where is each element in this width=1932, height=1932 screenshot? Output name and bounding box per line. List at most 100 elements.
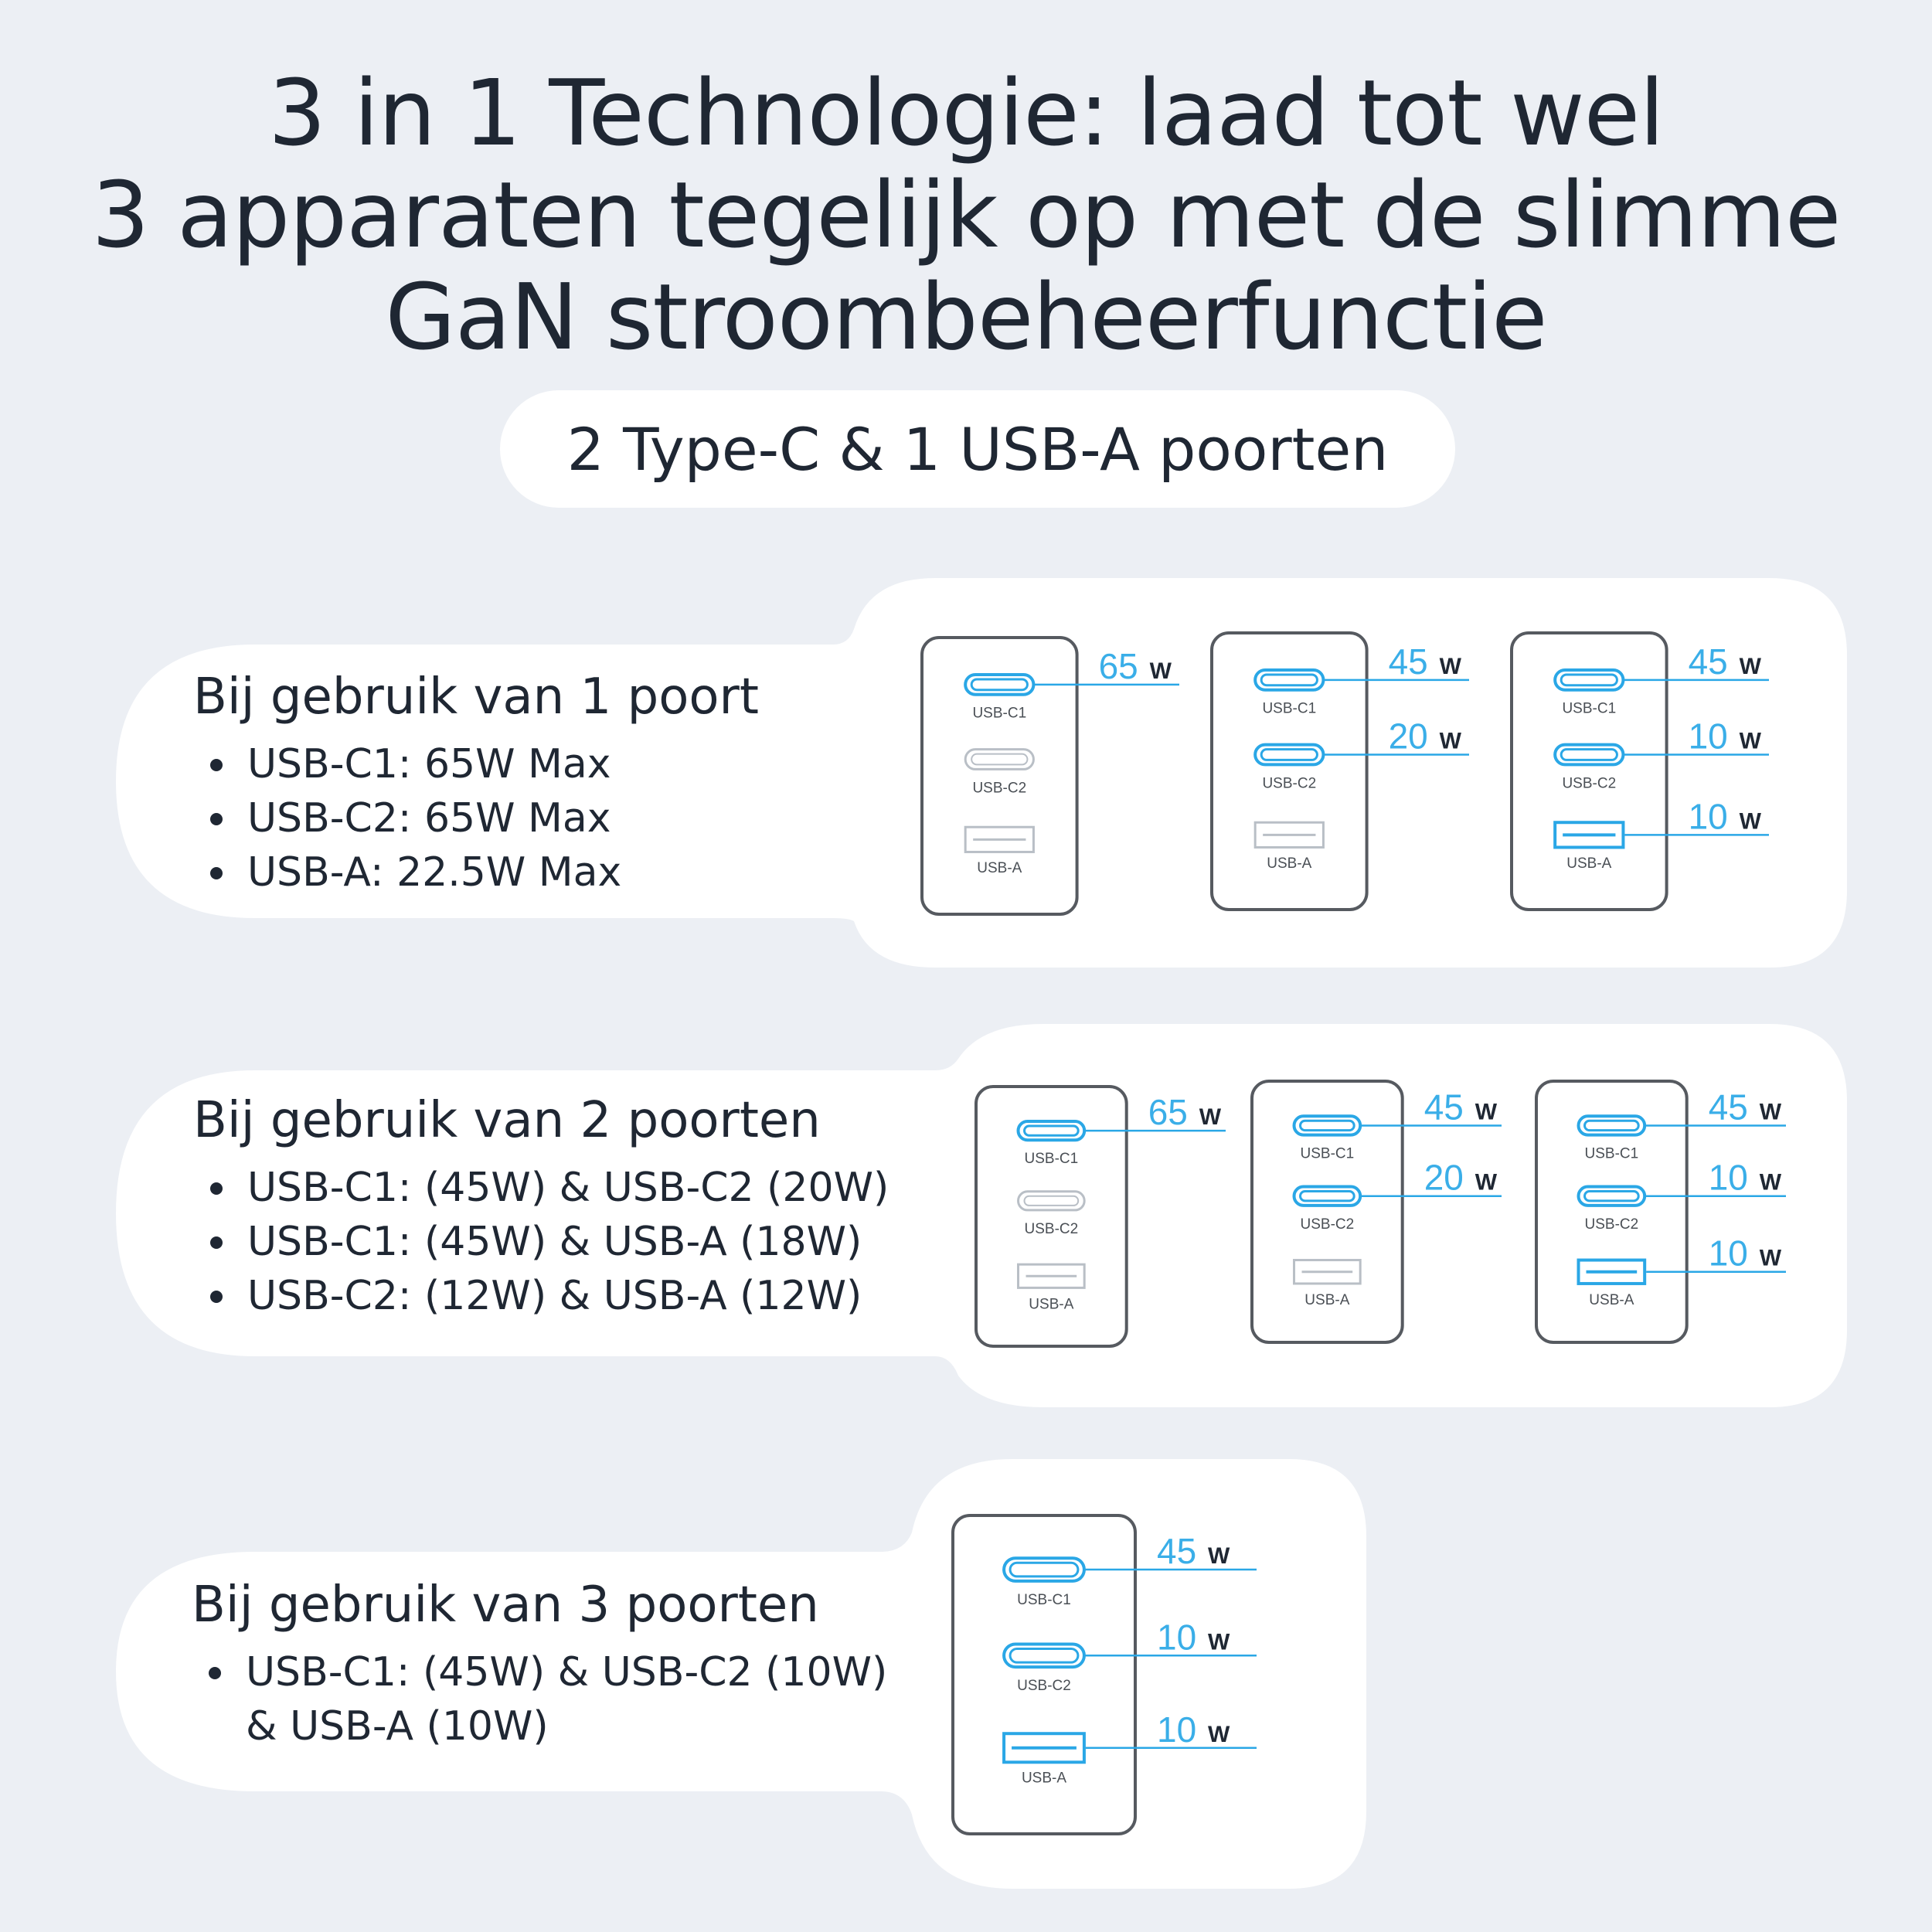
watt-value: 10 — [1157, 1617, 1196, 1657]
port-label: USB-C1 — [1025, 1151, 1079, 1167]
watt-value: 20 — [1424, 1158, 1464, 1198]
watt-value: 65 — [1099, 646, 1138, 686]
watt-unit: W — [1440, 654, 1462, 679]
usb-c-port-inner — [1260, 673, 1318, 687]
usb-c-port-icon — [1253, 743, 1325, 767]
title-line-2: 3 apparaten tegelijk op met de slimme — [91, 162, 1841, 268]
usb-c-port-inner — [1583, 1190, 1640, 1202]
watt-unit: W — [1740, 654, 1762, 679]
ports-subtitle-pill: 2 Type-C & 1 USB-A poorten — [500, 390, 1455, 508]
section-1-text: Bij gebruik van 1 poort USB-C1: 65W Max … — [193, 665, 759, 900]
watt-value: 20 — [1389, 716, 1428, 757]
port-label: USB-A — [1029, 1296, 1073, 1312]
watt-value: 10 — [1689, 796, 1728, 836]
title-line-1: 3 in 1 Technologie: laad tot wel — [268, 60, 1665, 166]
port-label: USB-C1 — [1562, 701, 1616, 717]
list-item-continuation: & USB-A (10W) — [192, 1699, 887, 1753]
usb-c-port-icon — [1016, 1120, 1087, 1142]
usb-c-port-icon — [1553, 743, 1625, 767]
usb-c-port-icon — [1253, 668, 1325, 692]
watt-unit: W — [1208, 1722, 1230, 1747]
list-item: USB-C1: 65W Max — [193, 737, 759, 791]
watt-value: 10 — [1709, 1233, 1748, 1274]
watt-value: 45 — [1709, 1087, 1748, 1127]
charger-body — [1510, 631, 1668, 911]
usb-c-port-icon — [1292, 1185, 1362, 1207]
watt-unit: W — [1760, 1170, 1782, 1196]
port-label: USB-C2 — [1025, 1221, 1079, 1237]
port-label: USB-C2 — [1301, 1216, 1355, 1233]
port-label: USB-C1 — [1262, 701, 1316, 717]
port-label: USB-C1 — [1585, 1146, 1639, 1162]
watt-unit: W — [1208, 1543, 1230, 1569]
port-label: USB-A — [1566, 855, 1611, 872]
watt-unit: W — [1440, 729, 1462, 754]
list-item-continuation-text: & USB-A (10W) — [246, 1703, 549, 1750]
usb-c-port-icon — [1577, 1185, 1647, 1207]
usb-c-port-inner — [1260, 748, 1318, 761]
usb-c-port-inner — [970, 678, 1029, 692]
watt-unit: W — [1208, 1629, 1230, 1655]
page-title: 3 in 1 Technologie: laad tot wel 3 appar… — [0, 62, 1932, 368]
watt-unit: W — [1740, 729, 1762, 754]
port-label: USB-C1 — [972, 706, 1026, 722]
charger-body — [920, 636, 1079, 916]
usb-c-port-icon — [1017, 1190, 1086, 1212]
section-2-list: USB-C1: (45W) & USB-C2 (20W) USB-C1: (45… — [193, 1161, 889, 1323]
usb-c-port-inner — [1023, 1195, 1080, 1206]
usb-c-port-inner — [1009, 1647, 1080, 1664]
watt-value: 10 — [1157, 1709, 1196, 1750]
section-3-list: USB-C1: (45W) & USB-C2 (10W) & USB-A (10… — [192, 1645, 887, 1753]
section-3-heading: Bij gebruik van 3 poorten — [192, 1577, 819, 1634]
usb-c-port-icon — [1553, 668, 1625, 692]
port-label: USB-A — [1304, 1292, 1349, 1308]
usb-c-port-inner — [1583, 1119, 1640, 1132]
port-label: USB-C2 — [1262, 775, 1316, 791]
watt-value: 45 — [1689, 641, 1728, 682]
watt-value: 45 — [1157, 1531, 1196, 1571]
usb-c-port-inner — [971, 753, 1029, 766]
watt-unit: W — [1760, 1246, 1782, 1271]
list-item: USB-C2: 65W Max — [193, 791, 759, 845]
port-label: USB-C2 — [1017, 1678, 1071, 1694]
usb-c-port-icon — [964, 748, 1035, 770]
watt-value: 45 — [1389, 641, 1428, 682]
section-3-text: Bij gebruik van 3 poorten USB-C1: (45W) … — [192, 1573, 887, 1753]
watt-unit: W — [1475, 1170, 1498, 1196]
usb-c-port-inner — [1560, 748, 1618, 761]
list-item: USB-C1: (45W) & USB-C2 (20W) — [193, 1161, 889, 1215]
watt-value: 10 — [1709, 1158, 1748, 1198]
charger-body — [1535, 1080, 1689, 1344]
usb-c-port-icon — [964, 672, 1036, 696]
list-item: USB-A: 22.5W Max — [193, 845, 759, 900]
watt-unit: W — [1760, 1099, 1782, 1124]
list-item: USB-C2: (12W) & USB-A (12W) — [193, 1269, 889, 1323]
usb-c-port-icon — [1002, 1642, 1086, 1669]
charger-body — [975, 1085, 1128, 1348]
ports-subtitle: 2 Type-C & 1 USB-A poorten — [566, 414, 1389, 484]
port-label: USB-A — [1589, 1292, 1634, 1308]
port-label: USB-C2 — [972, 780, 1026, 796]
section-1-list: USB-C1: 65W Max USB-C2: 65W Max USB-A: 2… — [193, 737, 759, 900]
port-label: USB-A — [977, 860, 1022, 876]
watt-unit: W — [1199, 1104, 1222, 1130]
usb-c-port-inner — [1009, 1561, 1080, 1578]
section-2-heading: Bij gebruik van 2 poorten — [193, 1092, 821, 1149]
watt-unit: W — [1475, 1099, 1498, 1124]
usb-c-port-icon — [1292, 1114, 1362, 1137]
section-1-heading: Bij gebruik van 1 poort — [193, 668, 759, 726]
charger-body — [1250, 1080, 1404, 1344]
watt-unit: W — [1740, 808, 1762, 834]
charger-body — [1210, 631, 1369, 911]
port-label: USB-C2 — [1585, 1216, 1639, 1233]
section-2-text: Bij gebruik van 2 poorten USB-C1: (45W) … — [193, 1088, 889, 1323]
title-line-3: GaN stroombeheerfunctie — [385, 264, 1547, 370]
usb-c-port-inner — [1299, 1119, 1355, 1132]
port-label: USB-C1 — [1301, 1146, 1355, 1162]
